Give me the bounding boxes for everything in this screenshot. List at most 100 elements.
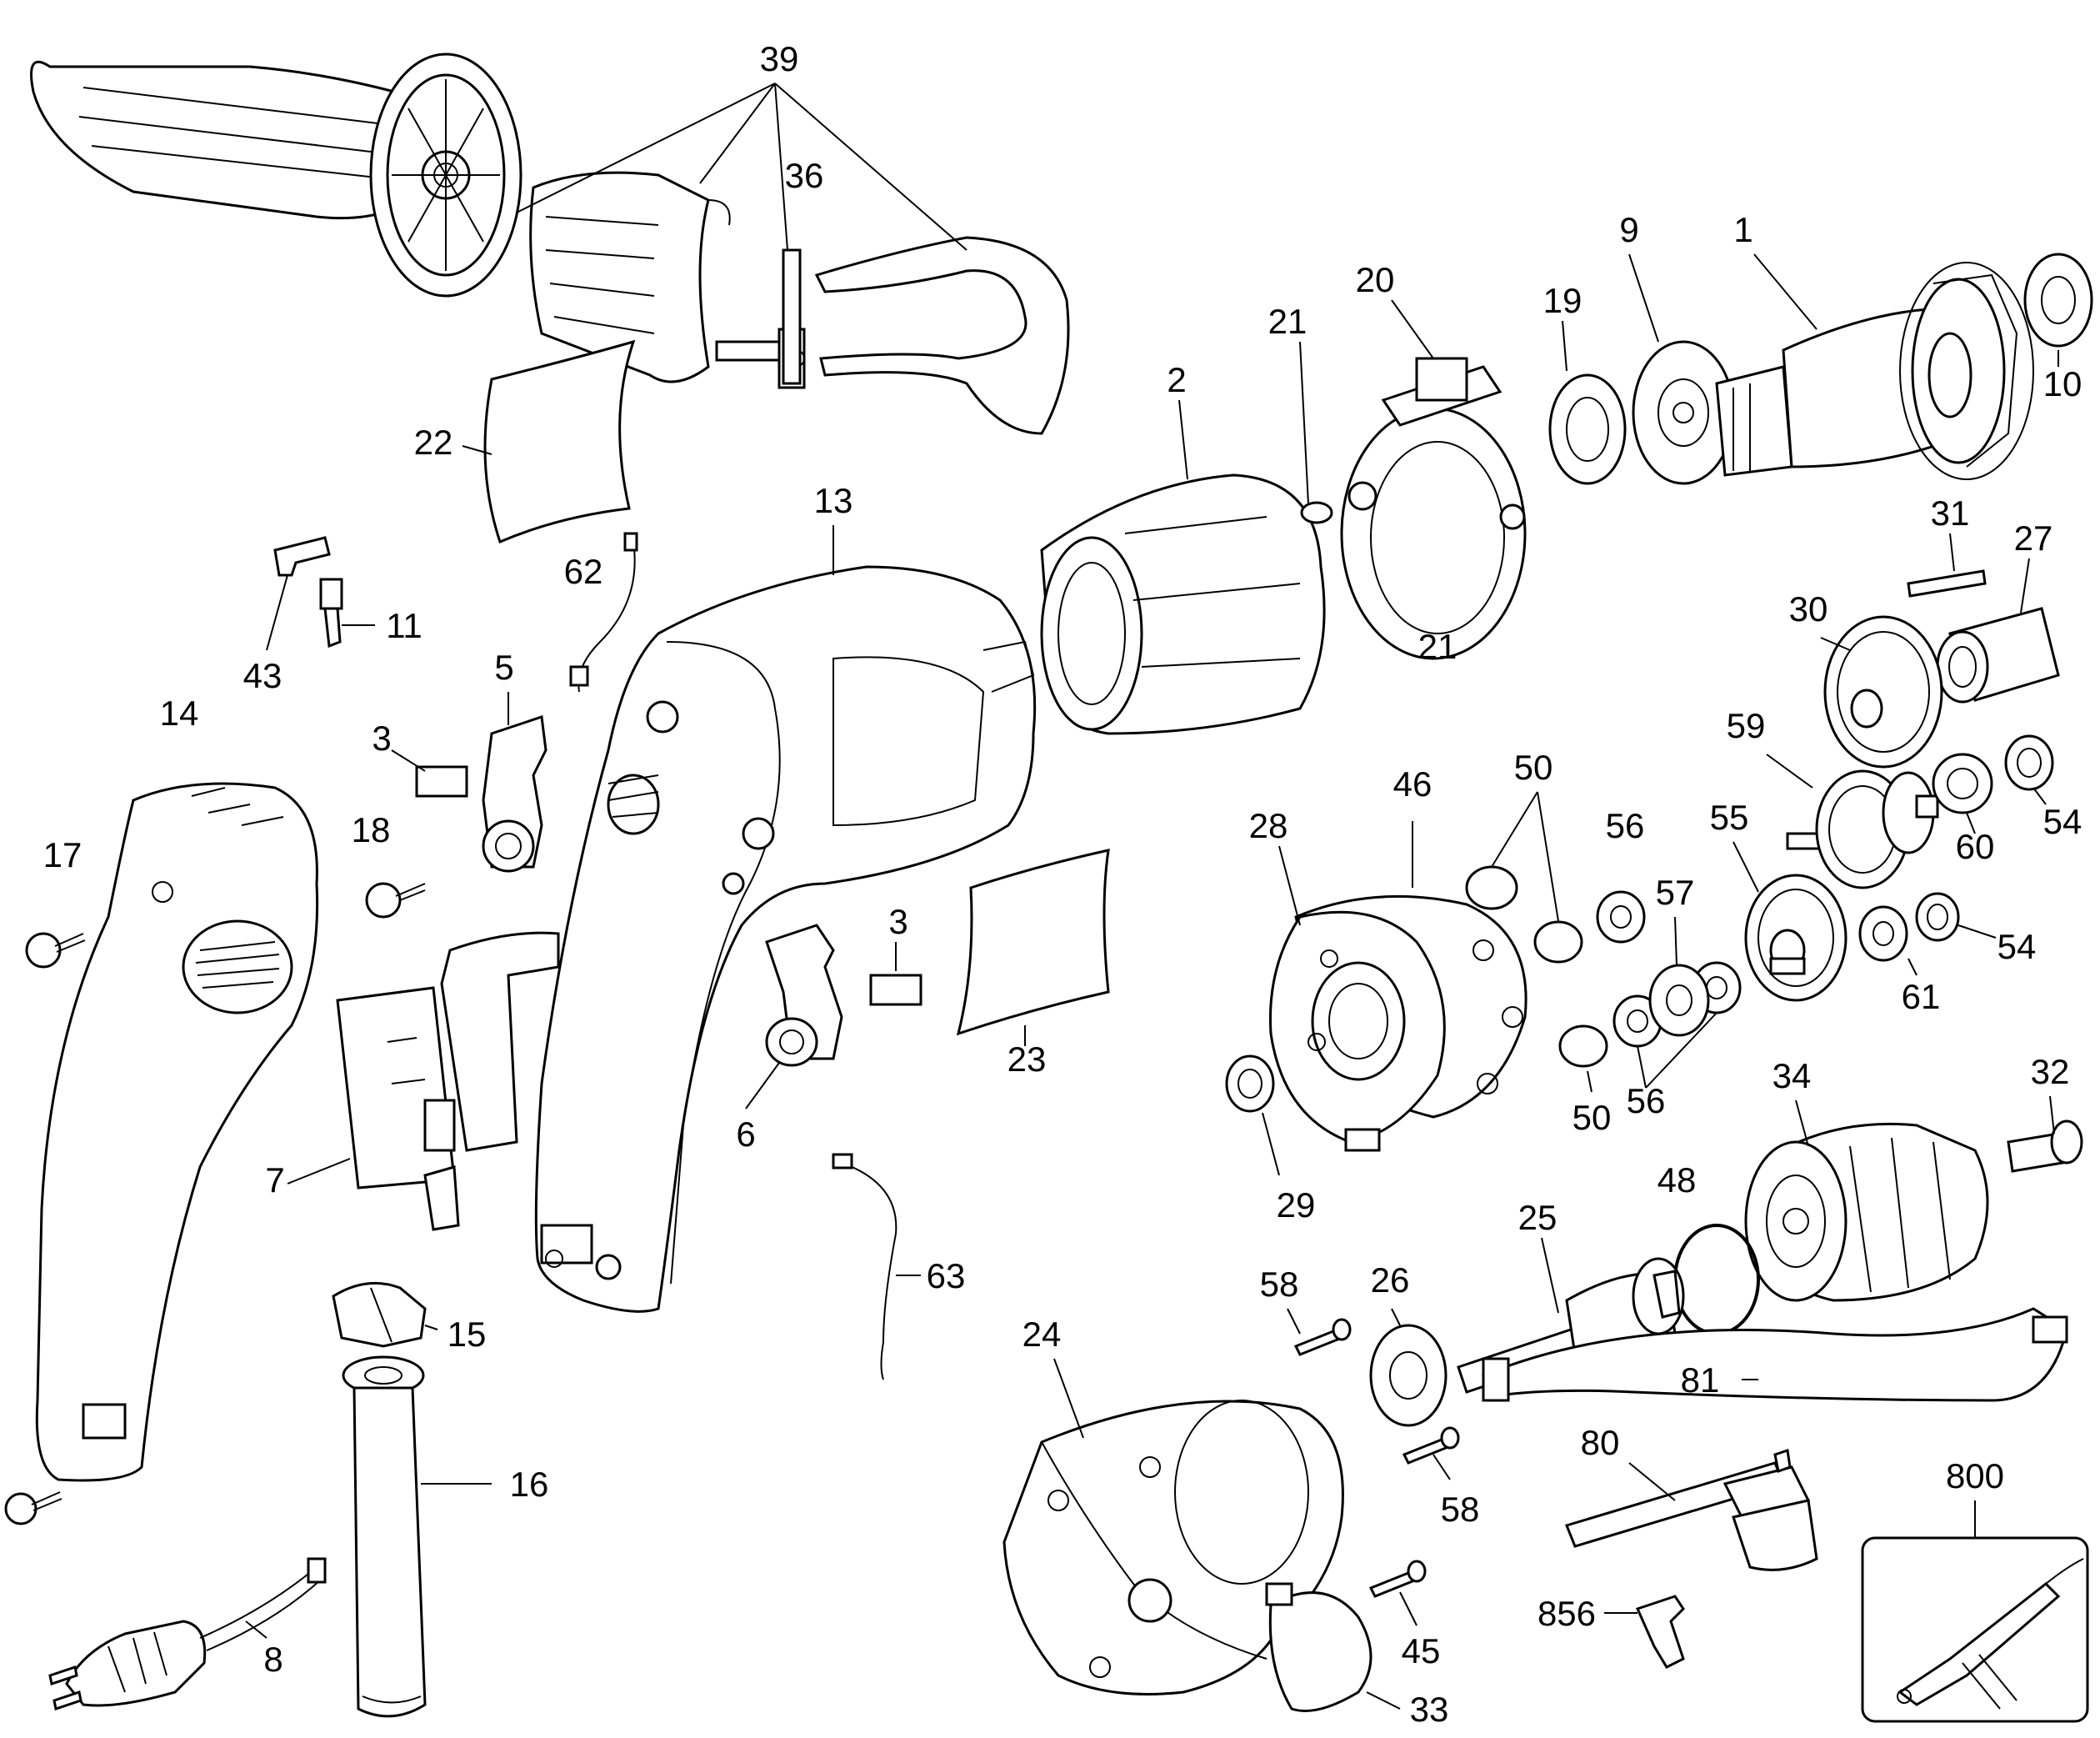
part-36-bolt (715, 248, 806, 389)
label-23: 23 (1008, 1039, 1047, 1079)
part-16-handle-stick (342, 1355, 427, 1718)
label-30: 30 (1789, 589, 1828, 629)
part-20-brush-ring (1340, 357, 1527, 660)
part-800-inset (1861, 1536, 2089, 1723)
label-58b: 58 (1441, 1490, 1480, 1529)
part-6-brush-holder (765, 924, 843, 1067)
label-50a: 50 (1514, 748, 1553, 787)
label-60: 60 (1956, 827, 1995, 866)
label-61: 61 (1902, 977, 1941, 1016)
part-81-strap (1482, 1307, 2068, 1402)
label-31: 31 (1931, 493, 1970, 533)
part-80-chuck-key (1564, 1449, 1818, 1571)
part-61-washer (1858, 905, 1908, 962)
part-55-gear (1744, 874, 1848, 1002)
label-20: 20 (1356, 260, 1395, 299)
part-48-retaining-ring (1673, 1224, 1760, 1335)
part-3-brush (415, 765, 468, 798)
label-21b: 21 (1418, 627, 1458, 666)
part-27-bushing (1936, 607, 2060, 704)
label-59: 59 (1727, 706, 1766, 745)
part-14-handle-housing (35, 782, 319, 1482)
label-18: 18 (352, 810, 391, 849)
label-80: 80 (1581, 1423, 1620, 1462)
label-10: 10 (2043, 364, 2082, 403)
part-29-washer (1225, 1054, 1275, 1113)
label-46: 46 (1393, 764, 1432, 804)
part-11-terminal (319, 578, 343, 649)
part-50-bushing (1465, 865, 1608, 1068)
part-59-gear (1786, 769, 1939, 889)
part-60-nut (1932, 753, 1993, 814)
label-56b: 56 (1627, 1081, 1666, 1120)
part-58-screw (1293, 1318, 1352, 1356)
part-3-brush (869, 974, 922, 1006)
part-54-bearing (2004, 734, 2054, 791)
part-856-clip (1635, 1595, 1685, 1669)
part-18-screw (365, 882, 426, 919)
label-3: 3 (372, 719, 391, 758)
part-62-lead-wire (569, 532, 638, 693)
part-9-bearing (1632, 340, 1735, 485)
label-55: 55 (1710, 798, 1749, 837)
part-24-gear-case (1002, 1400, 1344, 1695)
label-9: 9 (1619, 210, 1638, 249)
label-33: 33 (1410, 1690, 1449, 1729)
label-21a: 21 (1268, 302, 1308, 341)
label-22: 22 (414, 423, 453, 462)
label-2: 2 (1167, 360, 1186, 399)
label-15: 15 (448, 1315, 487, 1354)
part-10-bearing (2023, 253, 2093, 348)
label-3b: 3 (888, 902, 908, 941)
label-24: 24 (1022, 1315, 1062, 1354)
part-32-screw (2007, 1119, 2083, 1173)
label-856: 856 (1538, 1594, 1596, 1633)
label-7: 7 (265, 1160, 284, 1200)
part-5-brush-holder (482, 714, 548, 873)
part-63-lead-wire (832, 1153, 898, 1380)
label-6: 6 (736, 1114, 755, 1154)
part-13-main-housing (534, 565, 1037, 1313)
label-45: 45 (1402, 1631, 1441, 1670)
part-58-screw (1402, 1426, 1460, 1465)
part-23-label (956, 849, 1110, 1036)
part-39-side-handle-grip (30, 53, 522, 298)
label-81: 81 (1681, 1360, 1720, 1400)
label-54b: 54 (1998, 927, 2037, 966)
label-48: 48 (1658, 1160, 1697, 1200)
label-11: 11 (386, 606, 422, 645)
label-1: 1 (1733, 210, 1752, 249)
label-32: 32 (2031, 1052, 2070, 1091)
label-29: 29 (1277, 1185, 1316, 1225)
label-27: 27 (2014, 518, 2053, 558)
label-19: 19 (1543, 281, 1582, 320)
label-62: 62 (564, 552, 603, 591)
part-31-pin (1907, 569, 1987, 598)
label-13: 13 (814, 481, 853, 520)
label-14: 14 (160, 694, 199, 733)
label-39: 39 (760, 39, 799, 78)
part-43-clip (273, 536, 331, 577)
label-63: 63 (927, 1256, 966, 1295)
part-19-bearing (1548, 373, 1627, 485)
part-7-switch (336, 931, 560, 1231)
part-22-label (483, 339, 636, 544)
label-16: 16 (510, 1465, 549, 1504)
label-43: 43 (243, 656, 282, 695)
part-15-clamp (332, 1281, 427, 1348)
label-8: 8 (263, 1640, 282, 1679)
label-54a: 54 (2043, 802, 2082, 841)
part-26-bearing (1369, 1324, 1448, 1427)
label-58a: 58 (1260, 1265, 1299, 1304)
part-14-screw (4, 1491, 62, 1525)
part-2-field (1040, 473, 1326, 735)
label-50b: 50 (1572, 1098, 1612, 1137)
part-33-cover (1265, 1582, 1372, 1712)
part-39-band (814, 236, 1070, 435)
part-34-chuck (1744, 1122, 1989, 1302)
part-39-clamp-block (529, 171, 731, 383)
label-800: 800 (1946, 1456, 2004, 1495)
part-30-gear (1823, 615, 1943, 769)
part-54-bearing (1915, 892, 1960, 942)
